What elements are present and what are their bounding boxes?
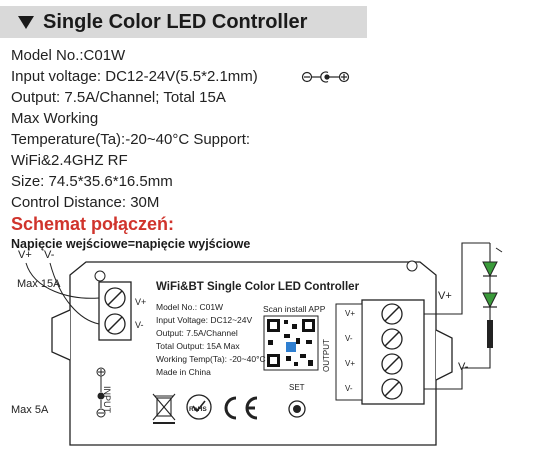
terminal-in-pos: V+ (135, 297, 147, 307)
input-pos-label: V+ (18, 249, 32, 261)
section-header: Single Color LED Controller (0, 6, 367, 38)
device-title: WiFi&BT Single Color LED Controller (156, 281, 360, 293)
spec-output: Output: 7.5A/Channel; Total 15A (11, 89, 226, 106)
qr-code (263, 315, 319, 371)
led-ray-icon (495, 247, 503, 253)
spec-control-distance: Control Distance: 30M (11, 194, 160, 211)
section-title: Single Color LED Controller (43, 10, 308, 33)
dc-jack-symbol (96, 367, 106, 418)
spec-input-voltage: Input voltage: DC12-24V(5.5*2.1mm) (11, 68, 258, 85)
input-neg-label: V- (44, 249, 55, 261)
max-low-current: Max 5A (11, 404, 49, 416)
label-working-temp: Working Temp(Ta): -20~40°C (156, 354, 266, 364)
led-string (482, 261, 498, 348)
output-pos-label: V+ (438, 290, 452, 302)
label-input-voltage: Input Voltage: DC12~24V (156, 315, 253, 325)
wiring-heading: Schemat połączeń: (11, 214, 175, 234)
label-output: Output: 7.5A/Channel (156, 328, 238, 338)
voltage-note: Napięcie wejściowe=napięcie wyjściowe (11, 237, 251, 251)
spec-max-working: Max Working (11, 110, 99, 127)
rohs-mark-icon (186, 394, 212, 420)
weee-bin-icon (152, 393, 176, 424)
input-terminal-block (98, 281, 132, 341)
spec-temperature: Temperature(Ta):-20~40°C Support: (11, 131, 251, 148)
scan-app-text: Scan install APP (263, 304, 326, 314)
out-term-4: V- (345, 384, 353, 393)
output-terminal-block (335, 299, 425, 405)
spec-wifi: WiFi&2.4GHZ RF (11, 152, 128, 169)
max-input-current: Max 15A (17, 278, 61, 290)
out-term-3: V+ (345, 359, 356, 368)
out-term-1: V+ (345, 309, 356, 318)
ce-mark-icon (224, 396, 258, 420)
input-wires (25, 262, 100, 325)
triangle-down-icon (18, 15, 34, 29)
label-model: Model No.: C01W (156, 302, 224, 312)
out-term-2: V- (345, 334, 353, 343)
output-neg-label: V- (458, 361, 469, 373)
input-port-label: INPUT (102, 386, 112, 413)
rohs-text: RoHS (189, 406, 207, 413)
set-button-symbol (288, 400, 306, 418)
label-made-in: Made in China (156, 367, 211, 377)
set-label: SET (289, 383, 305, 392)
output-wires (424, 242, 491, 390)
label-total-output: Total Output: 15A Max (156, 341, 240, 351)
terminal-in-neg: V- (135, 320, 144, 330)
spec-model: Model No.:C01W (11, 47, 126, 64)
spec-size: Size: 74.5*35.6*16.5mm (11, 173, 173, 190)
output-label: OUTPUT (322, 339, 331, 372)
